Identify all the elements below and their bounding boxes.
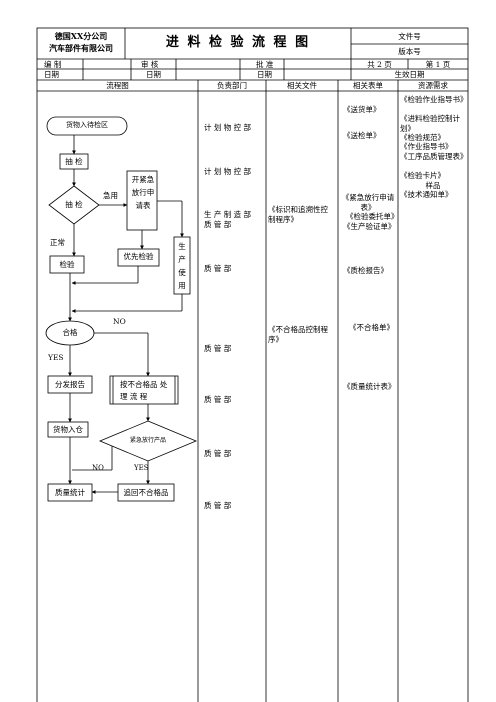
form-1: 《送货单》 bbox=[343, 105, 381, 114]
nonconforming-proc-label: 按不合格品 处 理 流 程 bbox=[120, 380, 168, 401]
dept-2: 计 划 物 控 部 bbox=[204, 167, 252, 176]
form-5: 《生产验证单》 bbox=[343, 222, 396, 231]
col-resources: 资源需求 bbox=[418, 81, 448, 90]
col-flowchart: 流程图 bbox=[106, 81, 129, 90]
check-box bbox=[49, 255, 85, 274]
related-doc-1: 《标识和追溯性控制程序》 bbox=[268, 205, 328, 224]
related-doc-2: 《不合格品控制程序》 bbox=[268, 325, 328, 344]
goods-arrive-label: 货物入待检区 bbox=[66, 121, 108, 129]
check-label: 检验 bbox=[59, 260, 75, 269]
resource-7: 样品 bbox=[425, 181, 441, 190]
sampling-label: 抽 检 bbox=[65, 157, 83, 166]
pages-total: 共 2 页 bbox=[367, 60, 392, 69]
dept-4: 质 管 部 bbox=[204, 220, 232, 229]
effective-date-label: 生效日期 bbox=[394, 70, 425, 79]
urgent-release-label: 开紧急放行申请表 bbox=[131, 175, 155, 210]
form-4: 《检验委托单》 bbox=[346, 212, 399, 221]
priority-check-label: 优先检验 bbox=[123, 252, 154, 261]
dept-5: 质 管 部 bbox=[204, 264, 232, 273]
resource-2: 《进料检验控制计划》 bbox=[400, 114, 460, 133]
no-label-1: NO bbox=[113, 317, 126, 326]
form-2: 《送检单》 bbox=[343, 131, 381, 140]
dept-7: 质 管 部 bbox=[204, 395, 232, 404]
normal-label: 正常 bbox=[50, 238, 65, 247]
goods-arrive-box bbox=[46, 116, 128, 136]
date-label-1: 日期 bbox=[44, 70, 59, 79]
resource-6: 《检验卡片》 bbox=[400, 171, 445, 180]
col-related-docs: 相关文件 bbox=[287, 81, 317, 90]
dept-3: 生 产 制 造 部 bbox=[204, 210, 252, 219]
inspect-label: 抽 检 bbox=[65, 200, 83, 209]
review-label: 审 核 bbox=[141, 60, 159, 69]
no-label-2: NO bbox=[92, 464, 104, 472]
form-8: 《质量统计表》 bbox=[343, 382, 396, 391]
approve-label: 批 准 bbox=[256, 60, 274, 69]
urgent-label: 急用 bbox=[103, 191, 118, 200]
yes-label-1: YES bbox=[48, 353, 64, 362]
form-3: 《紧急放行申请表》 bbox=[341, 193, 395, 212]
goods-stock-label: 货物入仓 bbox=[53, 425, 83, 434]
trace-nonconforming-label: 追回不合格品 bbox=[123, 488, 169, 497]
urgent-product-label: 紧急放行产品 bbox=[129, 437, 166, 444]
company-line-2: 汽车部件有限公司 bbox=[49, 43, 113, 53]
version-label: 版本号 bbox=[398, 47, 421, 56]
dept-9: 质 管 部 bbox=[204, 501, 232, 510]
date-label-2: 日期 bbox=[146, 70, 161, 79]
resource-4: 《作业指导书》 bbox=[400, 142, 453, 151]
dept-6: 质 管 部 bbox=[204, 344, 232, 353]
page-title: 进 料 检 验 流 程 图 bbox=[165, 35, 311, 50]
page-current: 第 1 页 bbox=[425, 60, 451, 69]
company-line-1: 德国XX分公司 bbox=[54, 31, 108, 41]
form-6: 《质检报告》 bbox=[343, 266, 388, 275]
yes-label-2: YES bbox=[134, 464, 149, 472]
resource-1: 《检验作业指导书》 bbox=[400, 95, 468, 104]
col-related-forms: 相关表单 bbox=[353, 81, 383, 90]
resource-5: 《工序品质管理表》 bbox=[400, 152, 468, 161]
resource-3: 《检验规范》 bbox=[400, 133, 445, 142]
priority-check-box bbox=[117, 248, 160, 267]
form-7: 《不合格单》 bbox=[349, 323, 394, 332]
col-department: 负责部门 bbox=[217, 81, 247, 90]
distribute-report-label: 分发报告 bbox=[55, 380, 85, 389]
quality-stats-label: 质量统计 bbox=[55, 488, 85, 497]
production-use-label: 生产使用 bbox=[178, 242, 186, 290]
compile-label: 编 制 bbox=[44, 60, 62, 69]
nonconforming-proc-box bbox=[109, 375, 179, 405]
doc-no-label: 文件号 bbox=[398, 32, 421, 41]
dept-8: 质 管 部 bbox=[204, 449, 232, 458]
dept-1: 计 划 物 控 部 bbox=[204, 123, 252, 132]
date-label-3: 日期 bbox=[257, 70, 272, 79]
qualified-label: 合格 bbox=[62, 328, 78, 337]
resource-8: 《技术通知单》 bbox=[400, 190, 453, 199]
